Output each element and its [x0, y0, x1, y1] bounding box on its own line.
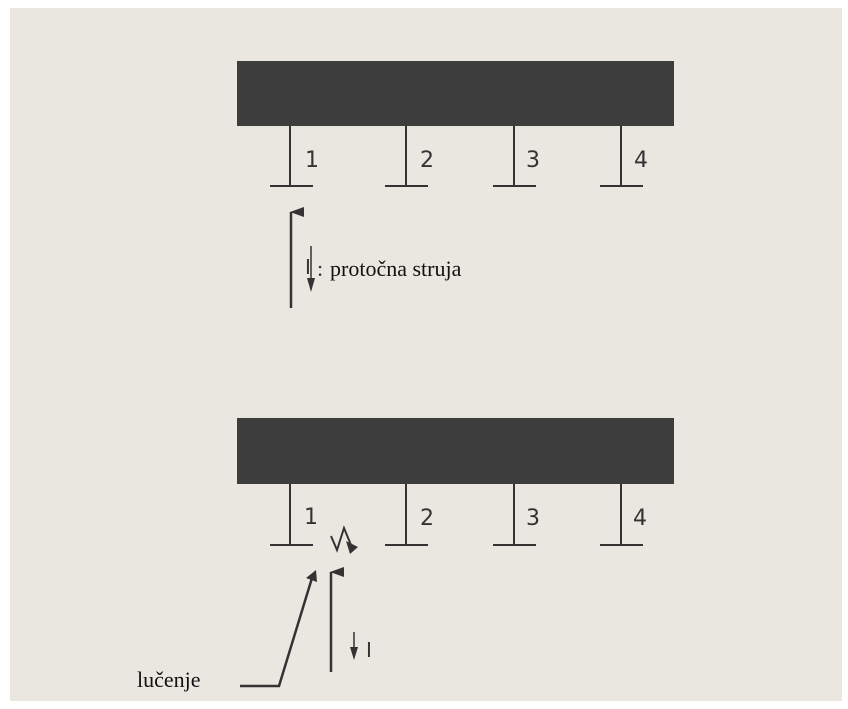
top-feeder-1: 1 — [270, 126, 319, 187]
top-diagram: 1 2 3 4 I : protočna struja — [237, 61, 674, 308]
top-current-symbol: I — [305, 255, 311, 279]
arc-label: lučenje — [137, 667, 201, 692]
arc-label-leader-arrowhead — [306, 570, 317, 582]
arc-lightning-arrowhead — [346, 541, 358, 554]
arc-lightning-icon — [330, 525, 352, 553]
bottom-diagram: 1 2 3 4 I lučenje — [137, 418, 674, 692]
bottom-busbar — [237, 418, 674, 484]
top-feeder-2-label: 2 — [420, 148, 434, 173]
bottom-feeder-2-label: 2 — [420, 506, 434, 531]
bottom-feeder-1: 1 — [270, 484, 318, 546]
top-busbar — [237, 61, 674, 126]
bottom-feeder-4: 4 — [600, 484, 647, 546]
top-feeder-4: 4 — [600, 126, 648, 187]
bottom-feeder-1-label: 1 — [304, 505, 318, 530]
top-current-direction-arrowhead — [307, 278, 315, 292]
top-current-separator: : — [317, 256, 323, 281]
top-feeder-3-label: 3 — [526, 148, 540, 173]
top-feeder-3: 3 — [493, 126, 540, 187]
bottom-feeder-4-label: 4 — [633, 506, 647, 531]
top-feeder-2: 2 — [385, 126, 434, 187]
top-feeder-4-label: 4 — [634, 148, 648, 173]
arc-label-leader — [240, 577, 314, 688]
bottom-current-direction-arrowhead — [350, 647, 358, 660]
bottom-feeder-3: 3 — [493, 484, 540, 546]
top-current-label: protočna struja — [330, 256, 462, 281]
bottom-feeder-3-label: 3 — [526, 506, 540, 531]
top-feeder-1-label: 1 — [305, 148, 319, 173]
bottom-current-symbol: I — [366, 638, 372, 662]
bottom-feeder-2: 2 — [385, 484, 434, 546]
